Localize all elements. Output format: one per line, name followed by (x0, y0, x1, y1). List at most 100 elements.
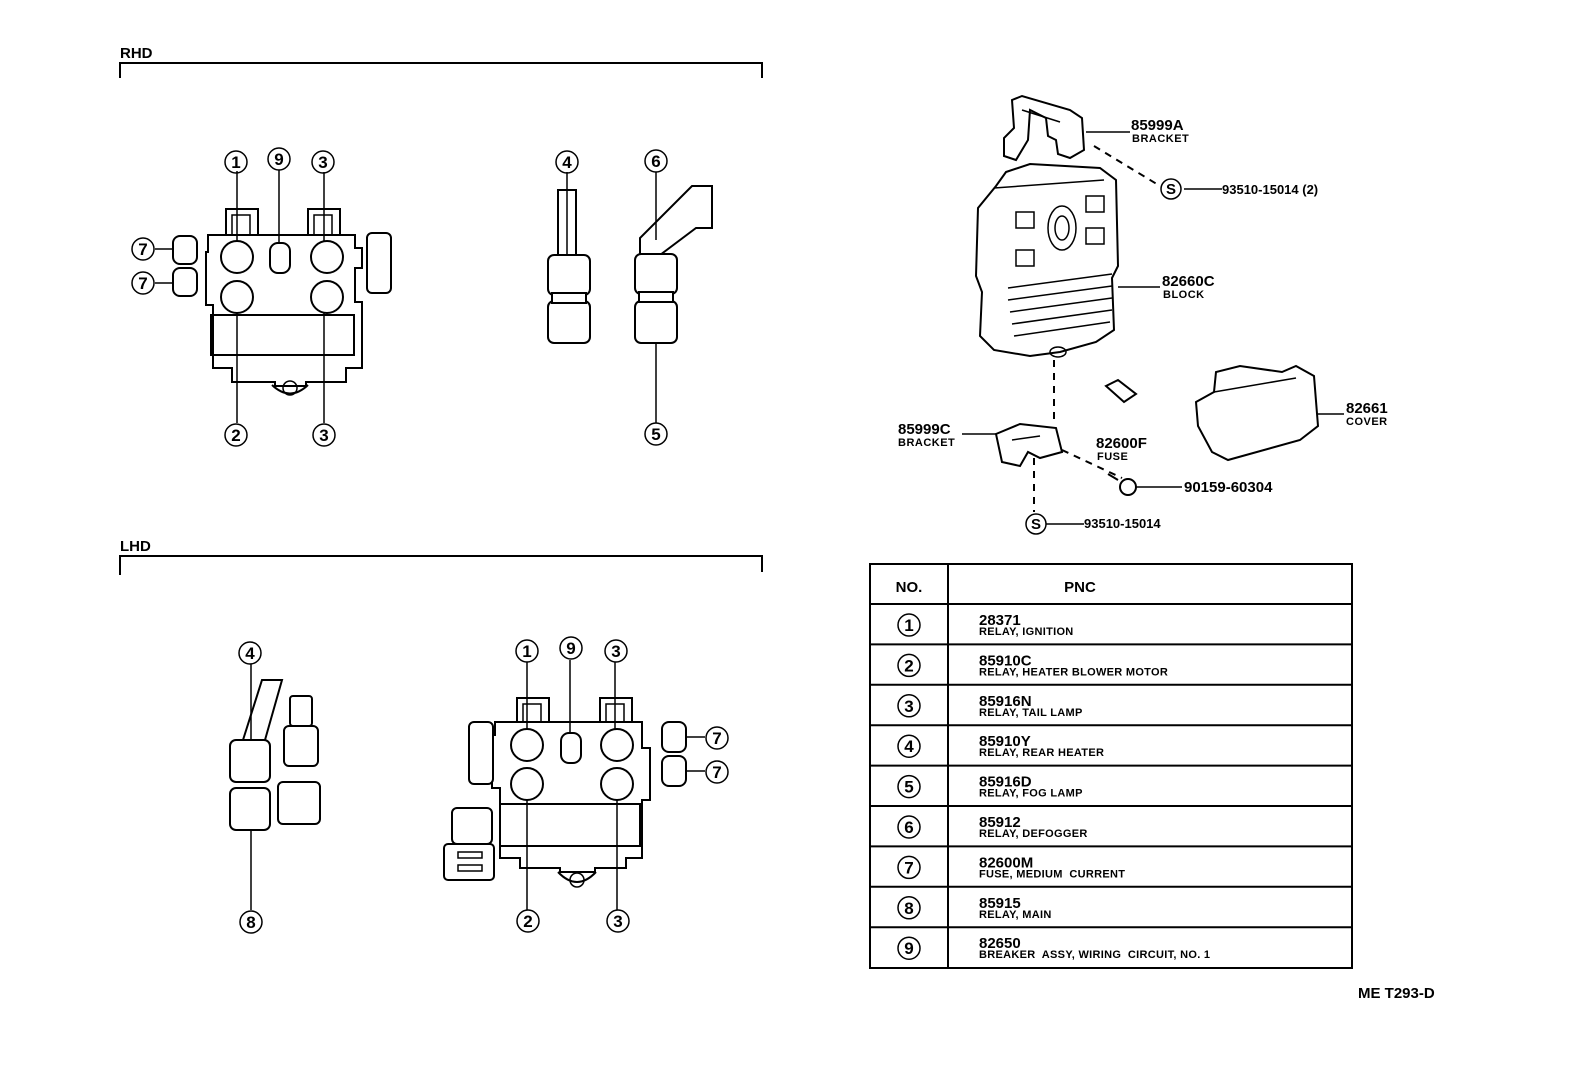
table-cell-no: 7 (904, 858, 913, 877)
lhd-side-relays (229, 664, 321, 910)
bracket-c-number: 85999C (898, 421, 951, 438)
rhd-junction-block (155, 170, 392, 423)
cover-number: 82661 (1346, 400, 1388, 417)
table-cell-desc: RELAY, MAIN (979, 909, 1052, 921)
screw-bottom-number: 93510-15014 (1084, 516, 1161, 531)
table-cell-pnc: 85916D (979, 774, 1032, 791)
callout-3: 3 (319, 426, 328, 445)
callout-6: 6 (651, 152, 660, 171)
rhd-relay-6 (634, 253, 678, 295)
table-cell-desc: FUSE, MEDIUM CURRENT (979, 868, 1125, 880)
bracket-a-name: BRACKET (1132, 133, 1189, 145)
screw-top-number: 93510-15014 (2) (1222, 182, 1318, 197)
table-header-no: NO. (896, 579, 923, 596)
rhd-title: RHD (120, 45, 153, 62)
table-cell-no: 6 (904, 818, 913, 837)
table-cell-no: 5 (904, 778, 913, 797)
table-header-pnc: PNC (1064, 579, 1096, 596)
lhd-relay-4 (229, 739, 271, 783)
callout-7: 7 (138, 274, 147, 293)
table-cell-no: 3 (904, 697, 913, 716)
table-cell-pnc: 82600M (979, 854, 1033, 871)
lhd-fuse-7-top (661, 721, 687, 753)
rhd-relay-1 (220, 240, 254, 274)
table-cell-no: 8 (904, 899, 913, 918)
table-cell-desc: RELAY, FOG LAMP (979, 788, 1083, 800)
figure-code: ME T293-D (1358, 985, 1435, 1002)
fuse-number: 82600F (1096, 435, 1147, 452)
callout-9: 9 (274, 150, 283, 169)
lhd-relay-1 (510, 728, 544, 762)
callouts: 1 9 3 7 7 2 3 4 6 5 4 8 1 9 3 7 7 2 3 (131, 147, 729, 934)
block-name: BLOCK (1163, 289, 1205, 301)
table-cell-desc: RELAY, TAIL LAMP (979, 707, 1083, 719)
fuse-name: FUSE (1097, 451, 1128, 463)
lhd-relay-2 (510, 767, 544, 801)
rhd-side-relays (547, 172, 713, 423)
lhd-breaker-9 (560, 732, 582, 764)
rhd-section: RHD (119, 45, 763, 78)
rhd-breaker-9 (269, 242, 291, 274)
lhd-relay-8 (229, 787, 271, 831)
table-cell-no: 4 (904, 737, 914, 756)
callout-7: 7 (712, 763, 721, 782)
rhd-relay-2 (220, 280, 254, 314)
callout-5: 5 (651, 425, 660, 444)
exploded-view: S S 85999A BRACKET 93510-15014 (2) 82660… (898, 94, 1388, 535)
rhd-relay-3-bottom (310, 280, 344, 314)
callout-7: 7 (138, 240, 147, 259)
callout-2: 2 (231, 426, 240, 445)
table-cell-no: 9 (904, 939, 913, 958)
table-cell-pnc: 85910Y (979, 733, 1031, 750)
rhd-fuse-7-top (172, 235, 198, 265)
table-cell-no: 2 (904, 656, 913, 675)
table-cell-pnc: 85916N (979, 693, 1032, 710)
screw-bottom-s: S (1031, 516, 1041, 533)
callout-2: 2 (523, 912, 532, 931)
callout-7: 7 (712, 729, 721, 748)
callout-3: 3 (318, 153, 327, 172)
table-cell-pnc: 85915 (979, 895, 1021, 912)
cover-name: COVER (1346, 416, 1388, 428)
callout-3: 3 (613, 912, 622, 931)
bracket-c-name: BRACKET (898, 437, 955, 449)
callout-4: 4 (245, 644, 255, 663)
lhd-relay-3-top (600, 728, 634, 762)
callout-8: 8 (246, 913, 255, 932)
lhd-section: LHD (119, 538, 763, 575)
lhd-junction-block (443, 660, 705, 910)
callout-4: 4 (562, 153, 572, 172)
bolt-number: 90159-60304 (1184, 479, 1273, 496)
rhd-relay-3-top (310, 240, 344, 274)
table-cell-pnc: 85912 (979, 814, 1021, 831)
bracket-a-number: 85999A (1131, 117, 1184, 134)
table-cell-desc: RELAY, DEFOGGER (979, 828, 1088, 840)
callout-1: 1 (522, 642, 531, 661)
lhd-relay-3-bottom (600, 767, 634, 801)
lhd-fuse-7-bottom (661, 755, 687, 787)
table-cell-pnc: 85910C (979, 652, 1032, 669)
lhd-title: LHD (120, 538, 151, 555)
table-cell-desc: RELAY, IGNITION (979, 626, 1074, 638)
callout-1: 1 (231, 153, 240, 172)
table-cell-desc: RELAY, HEATER BLOWER MOTOR (979, 666, 1168, 678)
table-cell-desc: RELAY, REAR HEATER (979, 747, 1104, 759)
callout-3: 3 (611, 642, 620, 661)
table-cell-pnc: 28371 (979, 612, 1021, 629)
table-cell-pnc: 82650 (979, 935, 1021, 952)
block-number: 82660C (1162, 273, 1215, 290)
rhd-relay-4 (547, 254, 591, 296)
rhd-fuse-7-bottom (172, 267, 198, 297)
rhd-relay-5 (634, 300, 678, 344)
